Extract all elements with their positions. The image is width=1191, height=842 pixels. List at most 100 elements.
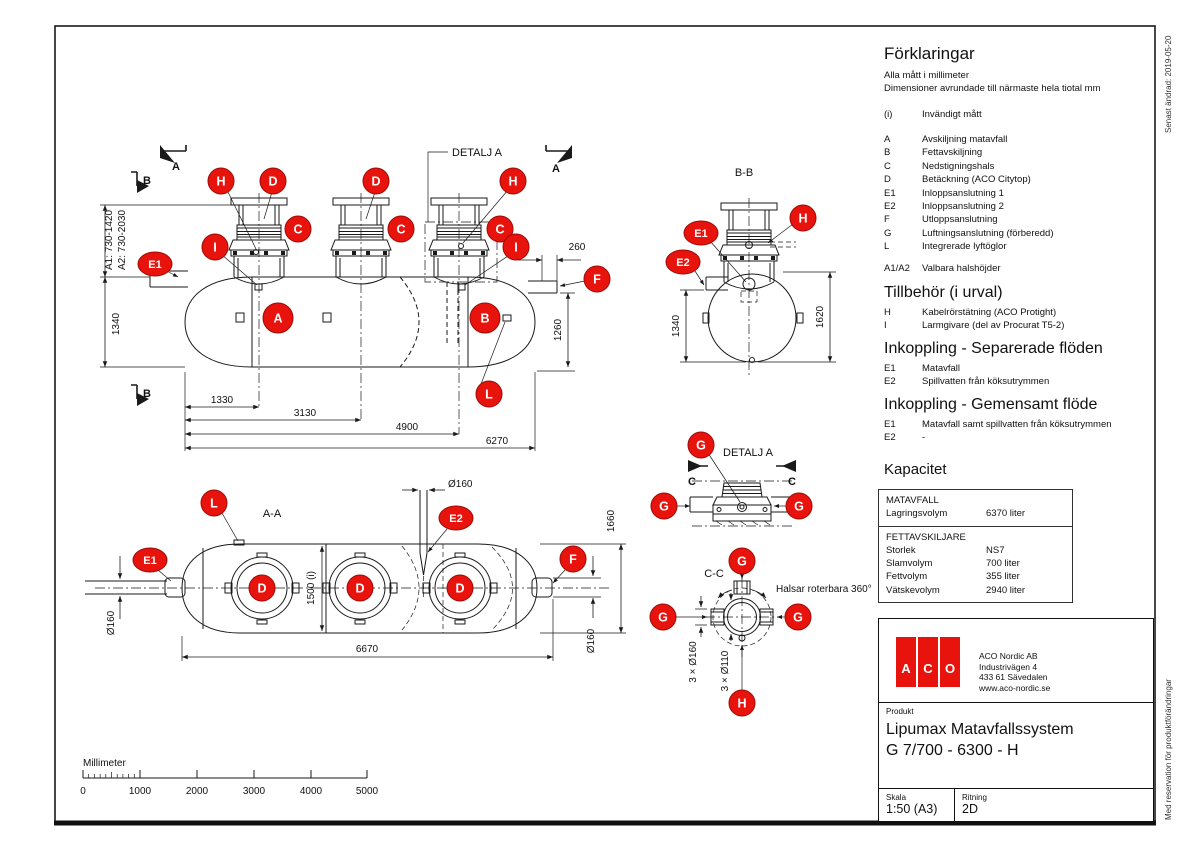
product-name: Lipumax Matavfallssystem G 7/700 - 6300 …: [886, 721, 1074, 759]
callout-d: D: [446, 574, 474, 602]
callout-f: F: [583, 265, 611, 293]
svg-text:C: C: [788, 476, 796, 488]
cc-view-title: C-C: [704, 568, 724, 580]
svg-text:F: F: [569, 553, 577, 567]
callout-e2: E2: [438, 505, 474, 531]
skala-value: 1:50 (A3): [886, 802, 938, 816]
callout-e1: E1: [683, 220, 719, 246]
svg-text:G: G: [658, 611, 668, 625]
callout-d: D: [259, 167, 287, 195]
dim-3x160: 3 × Ø160: [688, 641, 699, 683]
detalj-a-title: DETALJ A: [723, 447, 774, 459]
svg-text:F: F: [593, 273, 601, 287]
aa-plan-view: A-A Ø16: [85, 479, 626, 661]
svg-text:I: I: [213, 241, 216, 255]
svg-text:B: B: [480, 312, 489, 326]
svg-text:E1: E1: [148, 259, 161, 271]
inkoppling-gem-title: Inkoppling - Gemensamt flöde: [884, 396, 1098, 413]
callout-h: H: [499, 167, 527, 195]
inkoppling-item: E2-: [884, 432, 926, 444]
callout-g: G: [687, 431, 715, 459]
dim-3130: 3130: [294, 408, 317, 419]
dim-1660: 1660: [606, 509, 617, 532]
scale-bar-title: Millimeter: [83, 758, 126, 769]
callout-f: F: [559, 545, 587, 573]
svg-text:G: G: [793, 611, 803, 625]
dim-e1-dia160: Ø160: [106, 610, 117, 635]
legend-item: (i)Invändigt mått: [884, 109, 982, 120]
svg-text:D: D: [257, 582, 266, 596]
dim-a1: A1: 730-1420: [104, 210, 115, 270]
svg-text:3000: 3000: [243, 786, 266, 797]
svg-text:H: H: [737, 697, 746, 711]
svg-text:G: G: [696, 439, 706, 453]
dim-bb-1620: 1620: [815, 305, 826, 328]
svg-text:A: A: [172, 161, 180, 173]
svg-text:D: D: [455, 582, 464, 596]
callout-g: G: [728, 547, 756, 575]
section-arrow-c-left: C: [688, 460, 708, 488]
halsar-note: Halsar roterbara 360°: [776, 584, 872, 595]
svg-text:L: L: [210, 497, 218, 511]
svg-text:E2: E2: [449, 513, 462, 525]
aco-logo-letter: O: [940, 637, 960, 687]
side-elevation-view: DETALJ A A A B B: [100, 145, 611, 451]
svg-text:4000: 4000: [300, 786, 323, 797]
svg-text:E2: E2: [676, 257, 689, 269]
section-arrow-b-bottom: B: [131, 384, 151, 406]
callout-e1: E1: [137, 251, 173, 277]
dim-a2: A2: 730-2030: [117, 210, 128, 270]
inkoppling-sep-title: Inkoppling - Separerade flöden: [884, 340, 1103, 357]
svg-text:C: C: [495, 223, 504, 237]
svg-text:E1: E1: [143, 555, 156, 567]
svg-text:B: B: [143, 388, 151, 400]
callout-h: H: [728, 689, 756, 717]
svg-text:D: D: [371, 175, 380, 189]
callout-e1: E1: [132, 547, 168, 573]
callout-h: H: [789, 204, 817, 232]
dim-6270: 6270: [486, 436, 509, 447]
callout-d: D: [248, 574, 276, 602]
tillbehor-title: Tillbehör (i urval): [884, 284, 1003, 301]
svg-text:G: G: [659, 500, 669, 514]
callout-e2: E2: [665, 249, 701, 275]
bb-section-view: B-B 1340 1620 E1 E2 H: [665, 167, 836, 378]
dim-260: 260: [569, 242, 586, 253]
legend-subtitle-2: Dimensioner avrundade till närmaste hela…: [884, 83, 1101, 94]
callout-h: H: [207, 167, 235, 195]
legend-title: Förklaringar: [884, 44, 975, 63]
kapacitet-section-header: MATAVFALL: [886, 495, 939, 506]
svg-text:H: H: [508, 175, 517, 189]
sheet-frame: [54, 25, 1156, 826]
kapacitet-title: Kapacitet: [884, 461, 947, 478]
callout-l: L: [475, 380, 503, 408]
dim-6670: 6670: [356, 644, 379, 655]
svg-text:D: D: [268, 175, 277, 189]
svg-text:I: I: [514, 241, 517, 255]
callout-c: C: [284, 215, 312, 243]
title-block: A C O ACO Nordic AB Industrivägen 4 433 …: [878, 618, 1154, 822]
dim-e2-dia160: Ø160: [448, 479, 473, 490]
aco-logo-letter: A: [896, 637, 916, 687]
svg-text:2000: 2000: [186, 786, 209, 797]
callout-g: G: [649, 603, 677, 631]
svg-text:E1: E1: [694, 228, 707, 240]
produkt-label: Produkt: [886, 707, 914, 716]
last-modified-note: Senast ändrad: 2019-05-20: [1164, 35, 1173, 133]
callout-c: C: [486, 215, 514, 243]
